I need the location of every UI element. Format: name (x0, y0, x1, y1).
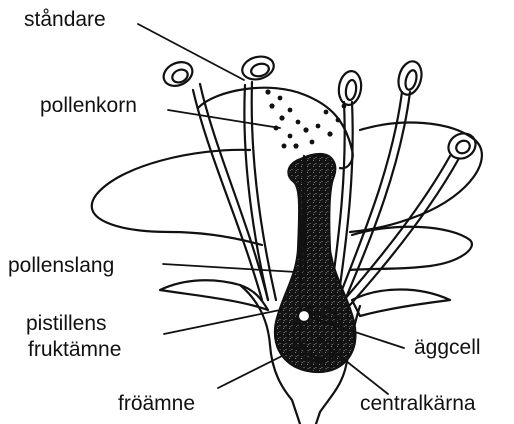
right-sepal (352, 290, 450, 317)
stamen-3-anther-inner (345, 79, 358, 100)
label-pollenslang: pollenslang (8, 254, 114, 277)
stamen-2-filament-inner (244, 85, 268, 300)
label-pistillens: pistillens (26, 312, 107, 335)
stamen-1-anther (160, 58, 196, 91)
stamen-5-filament (350, 160, 458, 305)
leader-standare (138, 24, 244, 80)
label-aggcell: äggcell (414, 336, 481, 359)
right-petal-lower (350, 227, 472, 270)
label-centralkarna: centralkärna (360, 392, 476, 415)
labels: ståndare pollenkorn pollenslang pistille… (8, 8, 481, 415)
stamen-2-filament (252, 82, 276, 300)
stamen-5-anther-inner (454, 138, 472, 155)
pollen-grains (265, 89, 346, 148)
leader-fruktamne (164, 310, 280, 334)
label-froamne: fröämne (118, 392, 195, 415)
label-standare: ståndare (24, 8, 106, 31)
stamen-4-anther-inner (404, 69, 419, 91)
label-pollenkorn: pollenkorn (40, 94, 137, 117)
leader-pollenslang (163, 264, 296, 272)
stamen-2-anther (240, 53, 277, 83)
egg-cell (298, 310, 310, 322)
petals (92, 88, 482, 270)
label-fruktamne: fruktämne (28, 338, 121, 361)
leader-pollenkorn (168, 110, 280, 128)
left-sepal (160, 280, 268, 310)
leader-lines (138, 24, 404, 394)
